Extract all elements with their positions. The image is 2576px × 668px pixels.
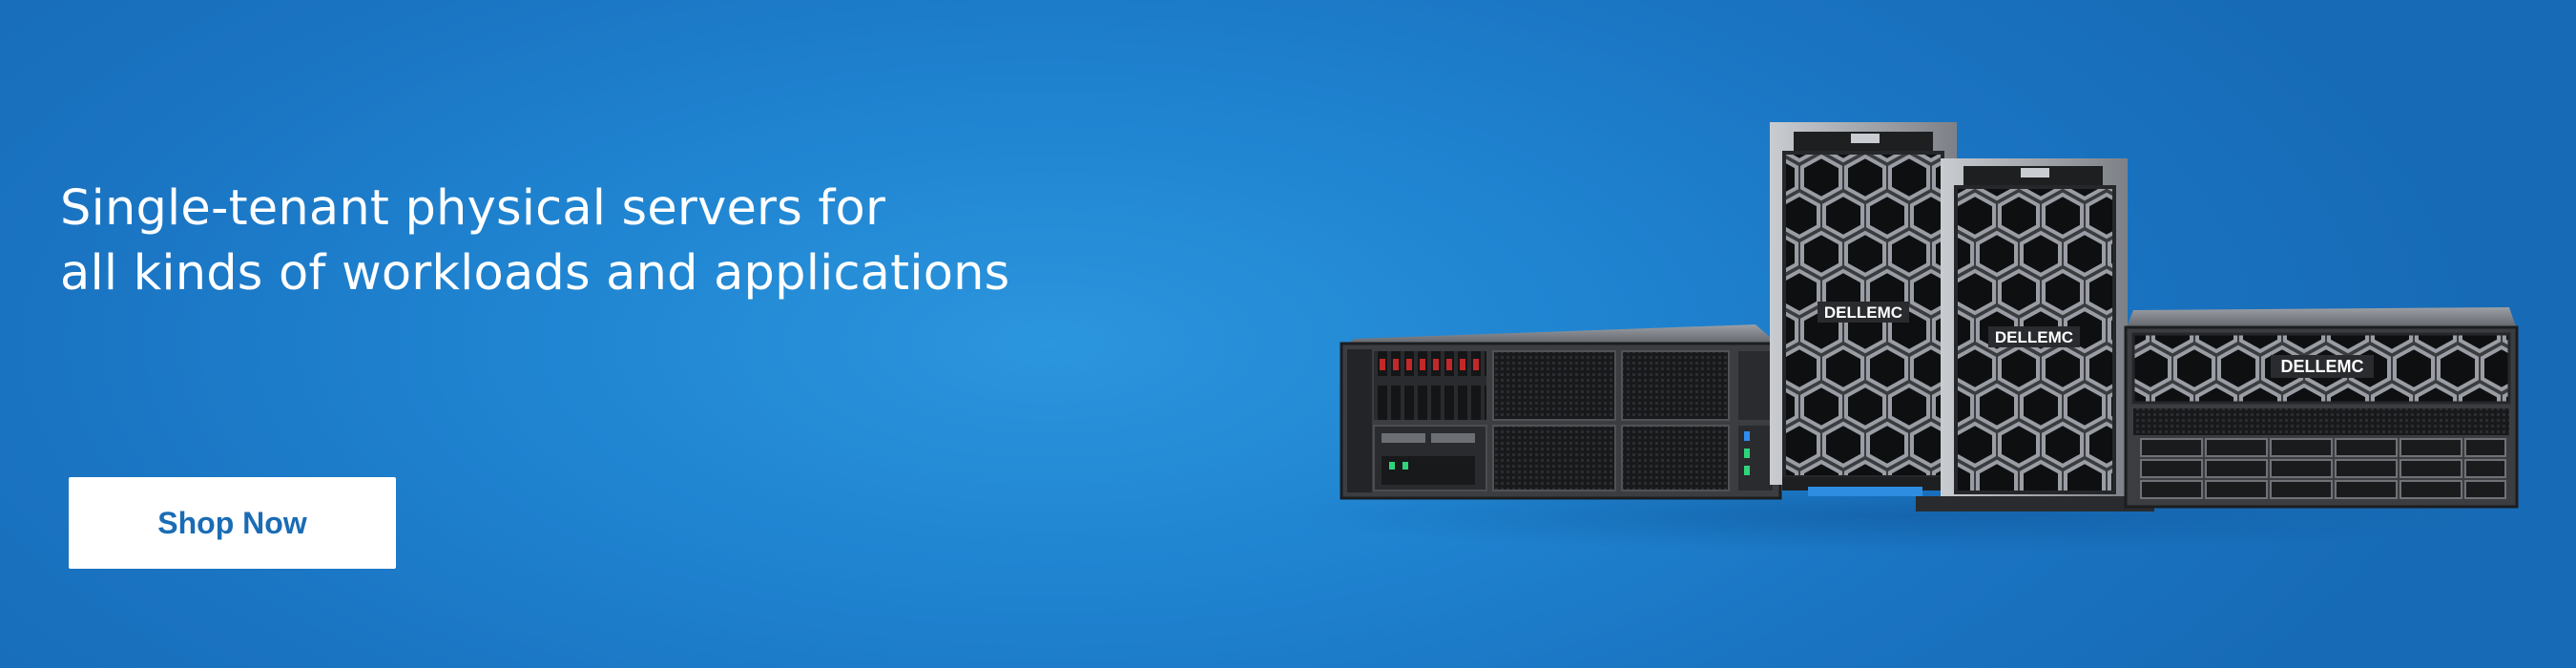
rack-right-logo: DELLEMC bbox=[2281, 357, 2364, 376]
headline-line-1: Single-tenant physical servers for bbox=[60, 180, 886, 237]
tower-server-1: DELLEMC bbox=[1770, 122, 1957, 496]
tower-1-logo: DELLEMC bbox=[1824, 303, 1902, 322]
shop-now-button[interactable]: Shop Now bbox=[69, 477, 396, 569]
rack-server-left bbox=[1340, 324, 1782, 500]
hero-headline: Single-tenant physical servers for all k… bbox=[60, 177, 1009, 306]
tower-2-logo: DELLEMC bbox=[1995, 328, 2073, 346]
tower-server-2: DELLEMC bbox=[1916, 158, 2154, 511]
headline-line-2: all kinds of workloads and applications bbox=[60, 245, 1010, 302]
rack-server-right: DELLEMC bbox=[2124, 307, 2519, 509]
